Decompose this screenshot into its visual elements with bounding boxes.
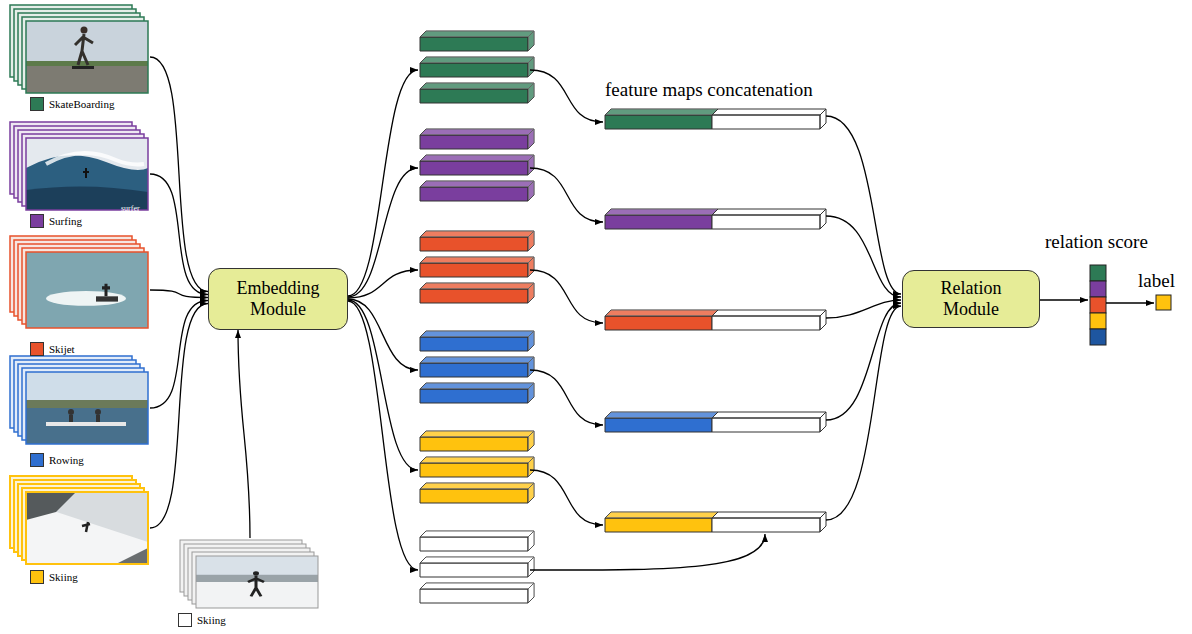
- color-square: [178, 613, 192, 627]
- color-square: [30, 214, 44, 228]
- annotation: relation score: [1045, 231, 1148, 252]
- module-title: Embedding Module: [219, 278, 337, 319]
- spacer: [176, 538, 322, 613]
- spacer: [8, 120, 150, 214]
- label-holder: label: [1138, 270, 1175, 293]
- spacer: [8, 3, 150, 97]
- input-arrow: [150, 301, 208, 409]
- caption-row: Surfing: [30, 214, 150, 228]
- input-arrow: [150, 57, 208, 292]
- spacer: [8, 234, 150, 342]
- clip-caption: Skiing: [197, 613, 226, 627]
- caption-row: Skiing: [178, 613, 322, 627]
- color-square: [30, 570, 44, 584]
- video-clip: Skiing: [176, 538, 322, 628]
- input-arrow: [238, 330, 250, 538]
- spacer: [8, 354, 150, 453]
- clip-caption: Skiing: [49, 570, 78, 584]
- input-arrow: [150, 174, 208, 295]
- color-square: [30, 342, 44, 356]
- caption-row: Rowing: [30, 453, 150, 467]
- clip-caption: Rowing: [49, 453, 84, 467]
- clip-caption: Skijet: [49, 342, 75, 356]
- caption-row: Skiing: [30, 570, 150, 584]
- spacer: [8, 474, 150, 570]
- label-holder: surfer: [121, 197, 140, 215]
- annotation: feature maps concatenation: [605, 79, 813, 100]
- annotation: label: [1138, 270, 1175, 291]
- clip-caption: SkateBoarding: [49, 97, 114, 111]
- clip-caption: Surfing: [49, 214, 82, 228]
- video-clip: Surfing: [8, 120, 150, 230]
- label-holder: relation score: [1045, 231, 1148, 254]
- input-arrow: [150, 290, 208, 298]
- video-clip: SkateBoarding: [8, 3, 150, 115]
- color-square: [30, 97, 44, 111]
- video-clip: Skiing: [8, 474, 150, 585]
- module-box: Embedding Module: [208, 268, 348, 330]
- label-holder: feature maps concatenation: [605, 79, 813, 102]
- module-title: Relation Module: [913, 278, 1029, 319]
- caption-row: SkateBoarding: [30, 97, 150, 111]
- module-box: Relation Module: [902, 270, 1040, 328]
- color-square: [30, 453, 44, 467]
- video-clip: Rowing: [8, 354, 150, 468]
- caption-row: Skijet: [30, 342, 150, 356]
- input-arrow: [150, 304, 208, 529]
- watermark: surfer: [121, 204, 140, 213]
- video-clip: Skijet: [8, 234, 150, 358]
